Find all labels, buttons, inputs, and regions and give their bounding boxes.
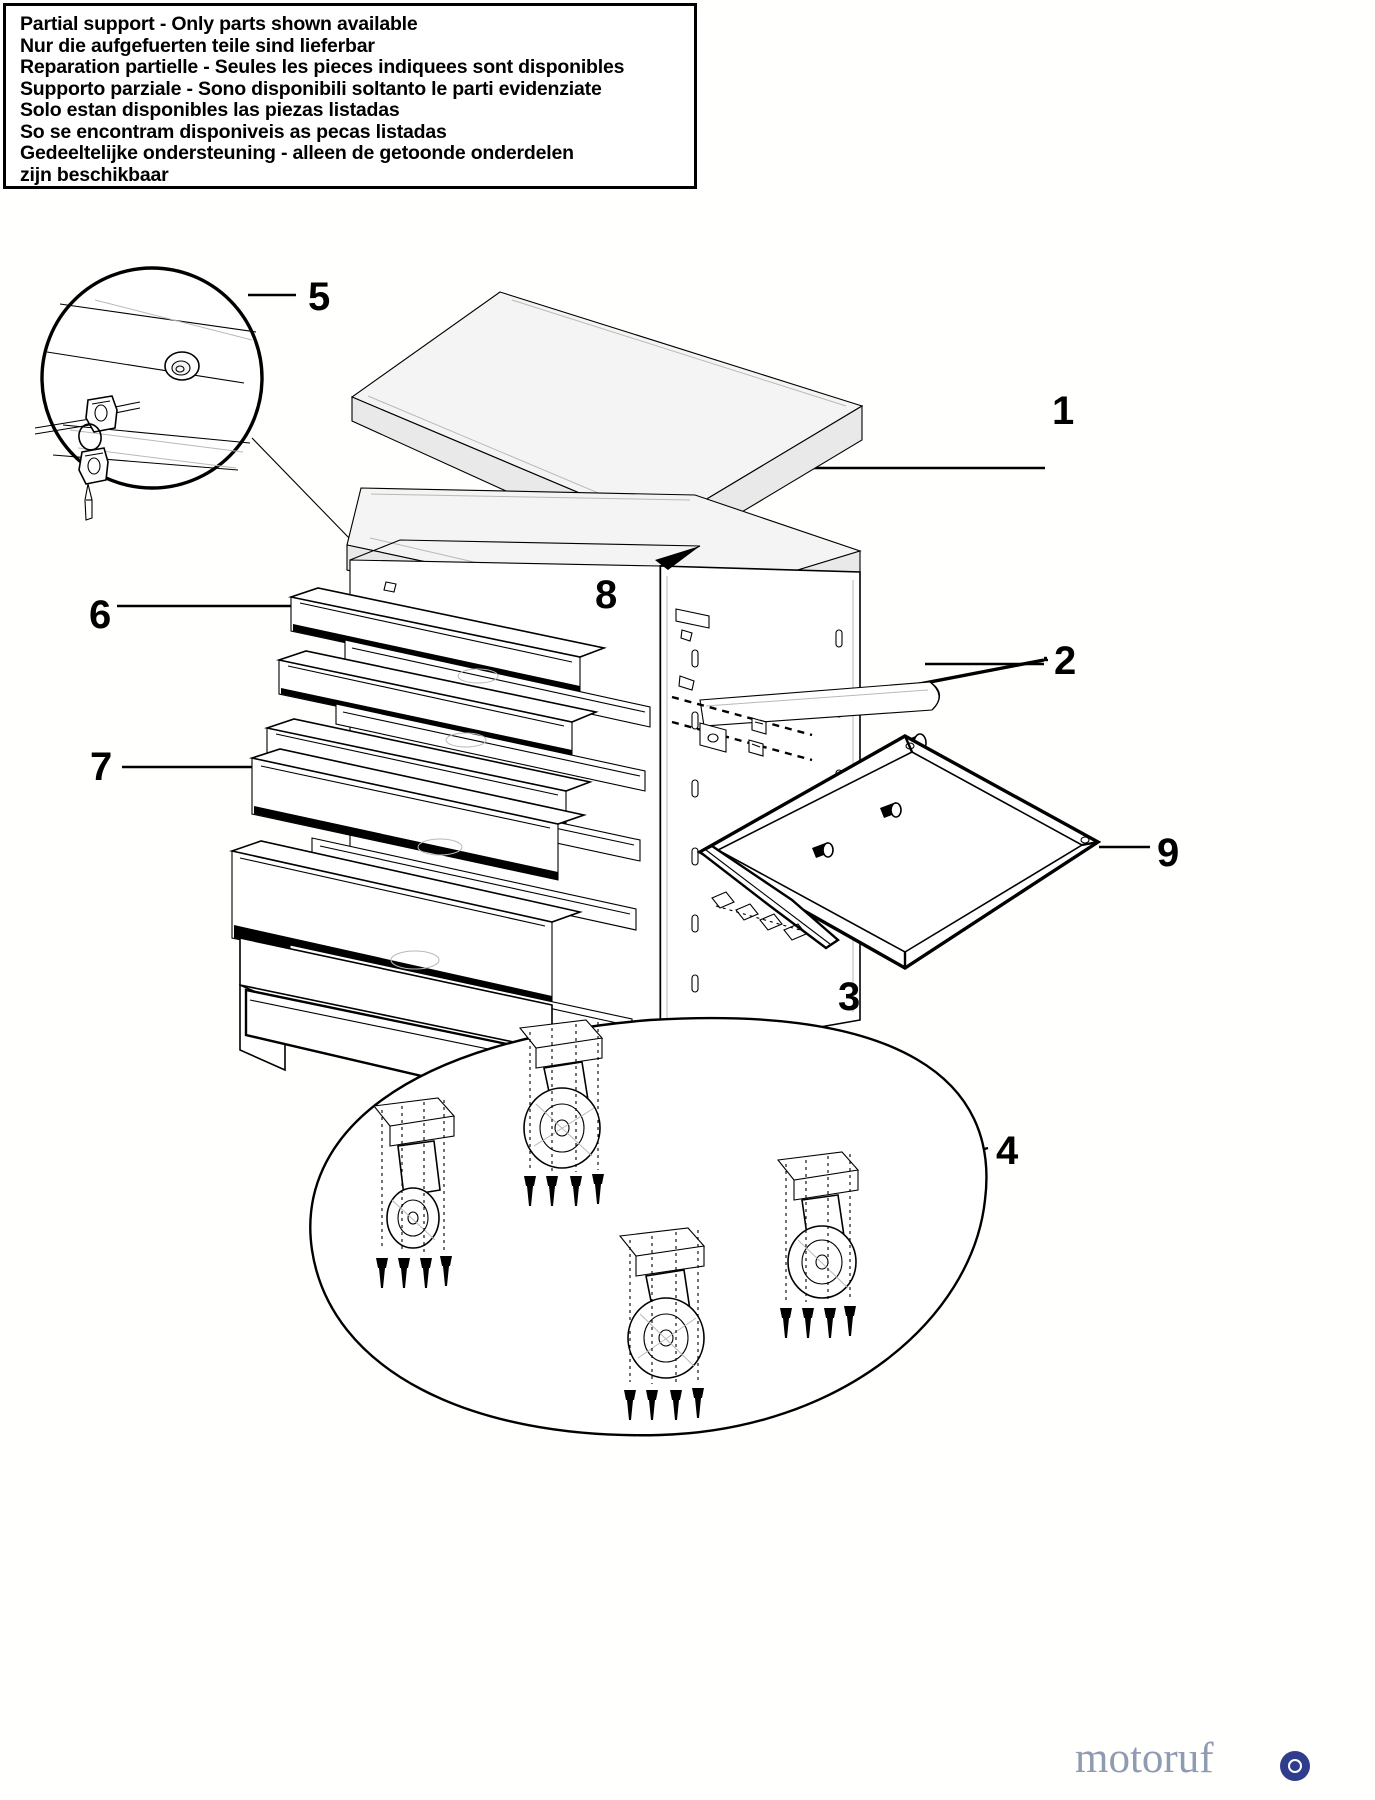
callout-label-1: 1: [1052, 389, 1074, 433]
callout-label-6: 6: [89, 593, 111, 637]
partial-support-notice: Partial support - Only parts shown avail…: [3, 3, 697, 189]
watermark-text: motoruf: [1075, 1735, 1214, 1782]
drawer-front-2: [275, 650, 646, 792]
callout-label-2: 2: [1054, 639, 1076, 683]
side-tray-shelf: [696, 734, 1102, 970]
callout-label-5: 5: [308, 275, 330, 319]
caster-wheel-2: [518, 1019, 604, 1206]
motoruf-watermark: motoruf: [1075, 1735, 1360, 1787]
notice-line-nl-2: zijn beschikbaar: [20, 163, 169, 186]
watermark-mark-inner-icon: [1288, 1759, 1302, 1773]
notice-line-pt: So se encontram disponiveis as pecas lis…: [20, 120, 447, 143]
caster-detail-blob: [309, 1016, 988, 1437]
notice-line-fr: Reparation partielle - Seules les pieces…: [20, 56, 625, 78]
caster-wheel-3: [776, 1151, 860, 1338]
caster-wheel-1: [372, 1097, 456, 1288]
callout-label-8: 8: [595, 573, 617, 617]
callout-label-9: 9: [1157, 831, 1179, 875]
caster-wheel-4: [618, 1227, 706, 1420]
notice-line-de: Nur die aufgefuerten teile sind lieferba…: [20, 34, 375, 57]
notice-line-en: Partial support - Only parts shown avail…: [20, 13, 418, 35]
drawer-front-1: [287, 581, 651, 728]
callout-label-7: 7: [90, 745, 112, 789]
callout-label-4: 4: [996, 1129, 1018, 1173]
notice-line-it: Supporto parziale - Sono disponibili sol…: [20, 77, 602, 100]
lock-detail-circle: [34, 266, 264, 521]
notice-line-nl-1: Gedeeltelijke ondersteuning - alleen de …: [20, 142, 574, 164]
callout-label-3: 3: [838, 975, 860, 1019]
notice-line-es: Solo estan disponibles las piezas listad…: [20, 99, 400, 121]
